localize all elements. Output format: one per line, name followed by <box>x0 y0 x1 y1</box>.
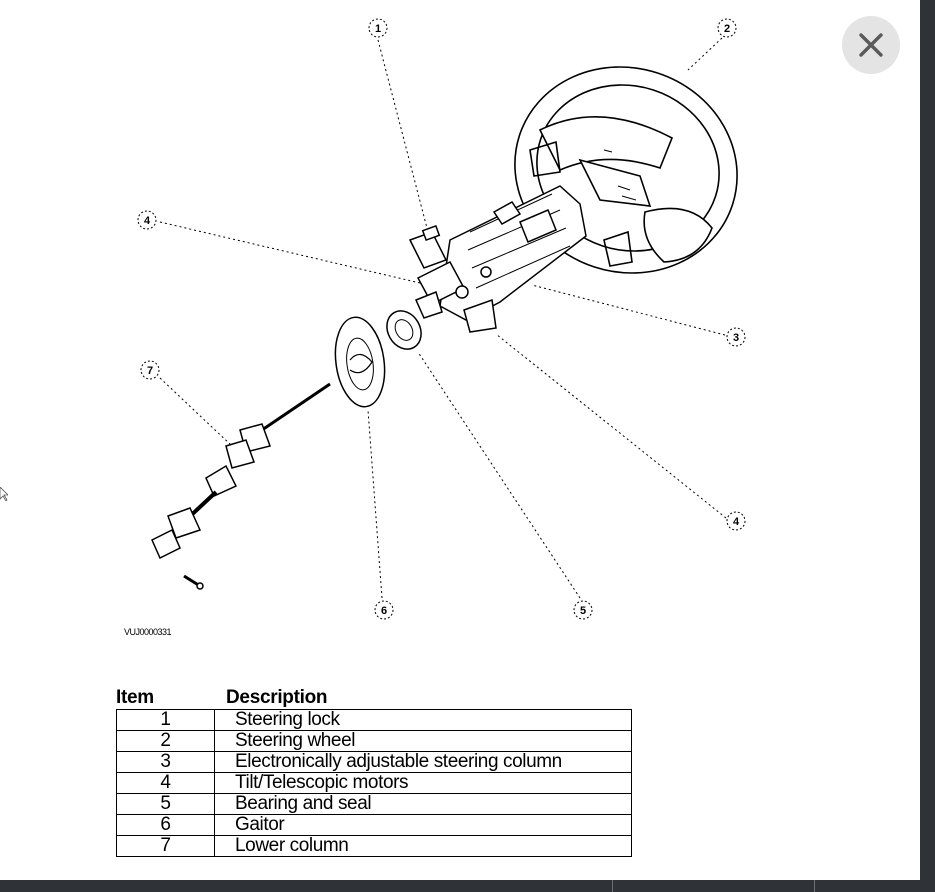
row-item: 5 <box>116 793 215 815</box>
callout-7: 7 <box>140 360 160 380</box>
leader-line-6 <box>367 409 383 599</box>
row-description: Steering wheel <box>214 730 632 752</box>
figure-id: VUJ0000331 <box>124 627 172 637</box>
leader-line-5 <box>417 351 581 599</box>
table-row: 2 Steering wheel <box>116 730 632 752</box>
callout-4-left-label: 4 <box>144 215 151 227</box>
row-description: Electronically adjustable steering colum… <box>214 751 632 773</box>
leader-line-4-left <box>159 221 421 284</box>
leader-line-1 <box>377 39 429 233</box>
table-header: Item Description <box>116 687 632 709</box>
steering-column-diagram: 1 2 4 3 7 4 6 <box>137 18 746 620</box>
callout-2: 2 <box>717 18 737 38</box>
callout-3-label: 3 <box>733 332 739 344</box>
table-row: 1 Steering lock <box>116 709 632 731</box>
bottom-toolbar <box>0 880 935 892</box>
close-button[interactable] <box>842 16 900 74</box>
row-description: Tilt/Telescopic motors <box>214 772 632 794</box>
row-description: Bearing and seal <box>214 793 632 815</box>
leader-line-4-right <box>495 333 727 519</box>
table-row: 7 Lower column <box>116 835 632 857</box>
right-gutter <box>920 0 935 892</box>
table-row: 5 Bearing and seal <box>116 793 632 815</box>
cursor-icon <box>0 487 8 501</box>
table-row: 3 Electronically adjustable steering col… <box>116 751 632 773</box>
gaitor-drawing <box>334 316 386 408</box>
callout-6-label: 6 <box>381 605 387 617</box>
row-item: 6 <box>116 814 215 836</box>
row-item: 2 <box>116 730 215 752</box>
leader-line-2 <box>687 37 723 71</box>
leader-line-7 <box>159 377 233 447</box>
row-item: 4 <box>116 772 215 794</box>
callout-5: 5 <box>573 600 593 620</box>
callout-6: 6 <box>374 600 394 620</box>
table-row: 4 Tilt/Telescopic motors <box>116 772 632 794</box>
callouts: 1 2 4 3 7 4 6 <box>137 18 746 620</box>
row-description: Lower column <box>214 835 632 857</box>
callout-4-left: 4 <box>137 210 157 230</box>
header-description: Description <box>226 687 328 708</box>
callout-3: 3 <box>726 327 746 347</box>
callout-2-label: 2 <box>724 23 730 35</box>
parts-list: 1 Steering lock 2 Steering wheel 3 Elect… <box>116 709 632 857</box>
leader-line-3 <box>531 284 726 336</box>
callout-5-label: 5 <box>580 605 586 617</box>
callout-4-right-label: 4 <box>733 516 740 528</box>
steering-column-drawing <box>408 185 587 333</box>
table-row: 6 Gaitor <box>116 814 632 836</box>
leader-lines <box>159 37 727 599</box>
close-icon <box>859 33 883 57</box>
row-item: 7 <box>116 835 215 857</box>
row-description: Gaitor <box>214 814 632 836</box>
row-item: 3 <box>116 751 215 773</box>
parts-table: Item Description 1 Steering lock 2 Steer… <box>116 687 632 857</box>
lower-column-drawing <box>151 382 331 590</box>
row-description: Steering lock <box>214 709 632 731</box>
image-viewer: 1 2 4 3 7 4 6 <box>0 16 900 857</box>
callout-7-label: 7 <box>147 365 153 377</box>
callout-1: 1 <box>368 18 388 38</box>
row-item: 1 <box>116 709 215 731</box>
bearing-and-seal-drawing <box>386 310 422 350</box>
callout-4-right: 4 <box>726 511 746 531</box>
header-item: Item <box>116 687 154 708</box>
callout-1-label: 1 <box>375 23 381 35</box>
